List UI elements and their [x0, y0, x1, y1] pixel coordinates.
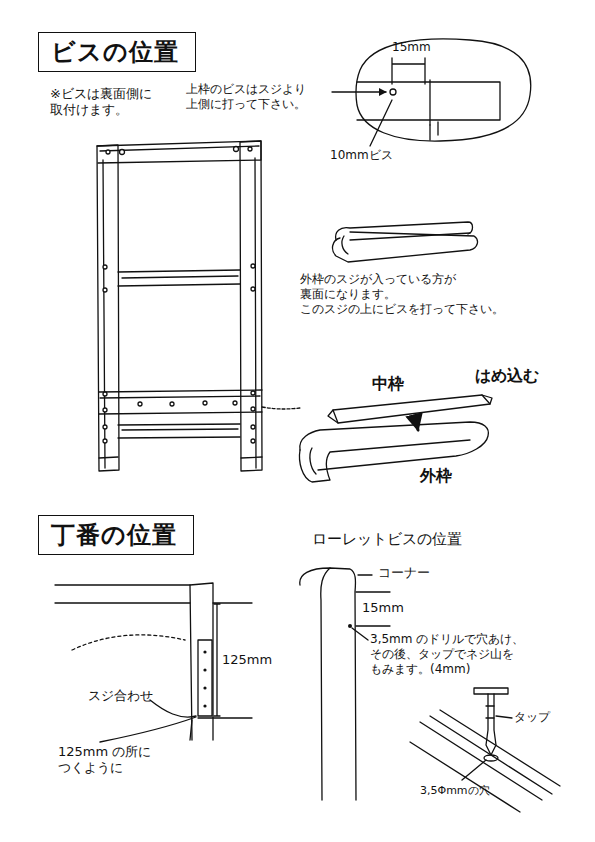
note: 外枠のスジが入っている方が 裏面になります。 このスジの上にビスを打って下さい。 [300, 272, 450, 317]
dimension: 15mm [362, 600, 422, 616]
part-name: 10mmビス [330, 148, 410, 163]
note: スジ合わせ [88, 688, 178, 704]
tap-tool [410, 688, 560, 812]
heading: ローレットビスの位置 [312, 530, 512, 549]
frame [97, 141, 300, 471]
note: 125mm の所に つくように [58, 744, 158, 777]
section-heading: 丁番の位置 [51, 519, 181, 551]
section-heading-box: 丁番の位置 [38, 515, 194, 555]
section-heading-box: ビスの位置 [38, 32, 196, 72]
part-name: 外枠 [420, 466, 470, 486]
part-name: 中枠 [372, 374, 422, 394]
section-heading: ビスの位置 [51, 36, 183, 68]
rail-profile [333, 222, 478, 262]
note: 3,5mm のドリルで穴あけ、 その後、タップでネジ山を もみます。(4mm) [370, 632, 545, 677]
part-name: タップ [514, 710, 574, 725]
note: 上枠のビスはスジより 上側に打って下さい。 [186, 82, 346, 112]
note: はめ込む [475, 366, 565, 386]
dimension: 125mm [222, 652, 292, 668]
rail-insertion [300, 395, 493, 482]
dimension: 3,5Φmmの穴 [420, 784, 520, 798]
part-name: コーナー [378, 565, 458, 581]
note: ※ビスは裏面側に 取付けます。 [50, 86, 170, 119]
dimension: 15mm [392, 40, 452, 55]
screw-detail [332, 39, 531, 146]
